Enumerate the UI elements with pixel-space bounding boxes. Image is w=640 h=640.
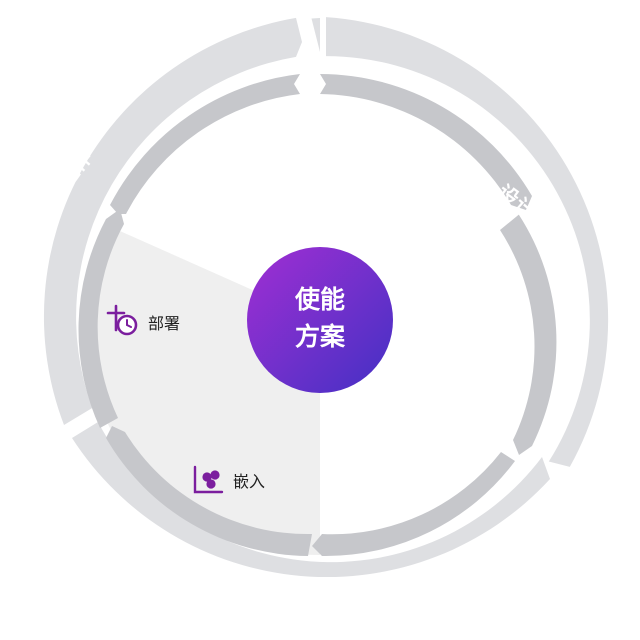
outer-segment-design xyxy=(311,17,609,467)
outer-segment-build xyxy=(72,422,550,578)
embed-chart-icon xyxy=(193,465,224,494)
inner-ring xyxy=(78,74,557,557)
deploy-clock-icon xyxy=(106,304,138,336)
inner-segment-design xyxy=(320,74,532,210)
outer-ring xyxy=(43,17,609,578)
inner-segment-operate xyxy=(110,74,300,214)
inner-segment-embed xyxy=(106,426,312,556)
inner-segment-design-lower xyxy=(500,214,557,455)
center-text-line2: 方案 xyxy=(295,322,346,351)
center-text-line1: 使能 xyxy=(294,285,345,314)
outer-segment-operate xyxy=(43,17,303,426)
center-circle xyxy=(247,247,393,393)
phase-label-build: 构建 xyxy=(300,608,340,633)
inner-segment-deploy xyxy=(78,209,124,428)
step-label-embed: 嵌入 xyxy=(233,472,265,491)
step-label-deploy: 部署 xyxy=(148,314,180,333)
inner-segment-build xyxy=(312,452,515,557)
